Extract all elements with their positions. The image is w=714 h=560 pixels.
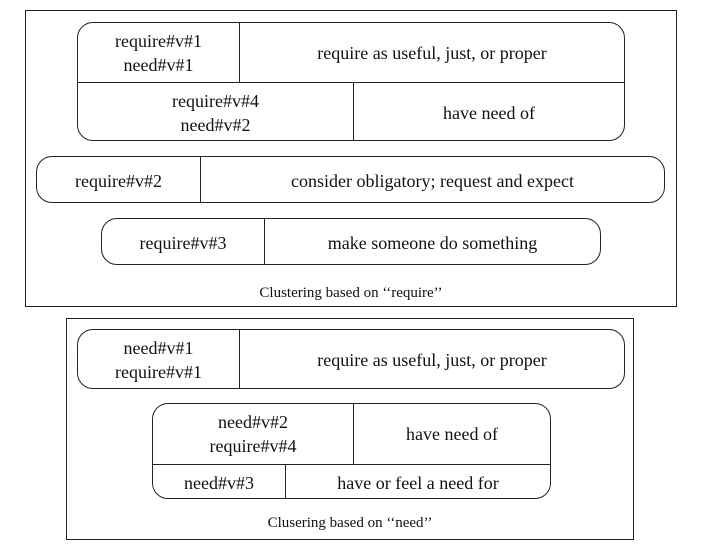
gloss-cell: have need of: [354, 404, 550, 464]
sense-id: require#v#2: [75, 170, 162, 191]
sense-id: need#v#2: [218, 412, 288, 432]
sense-cluster-box: require#v#2 consider obligatory; request…: [36, 156, 665, 203]
gloss-text: have need of: [406, 424, 498, 444]
panel-caption: Clustering based on ‘‘require’’: [259, 285, 443, 301]
sense-id: need#v#1: [123, 54, 194, 75]
gloss-cell: require as useful, just, or proper: [240, 23, 624, 82]
sense-row: require#v#1 need#v#1 require as useful, …: [78, 23, 624, 82]
sense-ids-cell: require#v#2: [37, 157, 201, 202]
sense-ids-cell: need#v#3: [153, 465, 286, 498]
sense-id: require#v#4: [209, 436, 297, 456]
gloss-text: have or feel a need for: [337, 472, 499, 493]
gloss-cell: consider obligatory; request and expect: [201, 157, 664, 202]
gloss-text: require as useful, just, or proper: [317, 350, 547, 370]
gloss-text: make someone do something: [327, 232, 538, 253]
require-clustering-panel: require#v#1 need#v#1 require as useful, …: [25, 10, 677, 307]
gloss-text: require as useful, just, or proper: [317, 42, 547, 63]
sense-row: require#v#3 make someone do something: [102, 219, 600, 264]
sense-id: need#v#2: [180, 114, 251, 135]
sense-ids-cell: require#v#4 need#v#2: [78, 83, 354, 140]
sense-row: need#v#3 have or feel a need for: [153, 464, 550, 498]
gloss-cell: have need of: [354, 83, 624, 140]
sense-id: require#v#1: [115, 30, 202, 51]
sense-ids-cell: require#v#3: [102, 219, 265, 264]
sense-id: require#v#4: [172, 90, 259, 111]
sense-row: require#v#2 consider obligatory; request…: [37, 157, 664, 202]
sense-cluster-box: need#v#2 require#v#4 have need of need#v…: [152, 403, 551, 499]
sense-id: require#v#1: [115, 362, 202, 382]
gloss-cell: make someone do something: [265, 219, 600, 264]
sense-ids-cell: need#v#1 require#v#1: [78, 330, 240, 388]
sense-id: require#v#3: [139, 232, 227, 253]
sense-ids-cell: require#v#1 need#v#1: [78, 23, 240, 82]
sense-row: require#v#4 need#v#2 have need of: [78, 82, 624, 140]
sense-cluster-box: require#v#1 need#v#1 require as useful, …: [77, 22, 625, 141]
sense-cluster-box: need#v#1 require#v#1 require as useful, …: [77, 329, 625, 389]
gloss-cell: have or feel a need for: [286, 465, 550, 498]
panel-caption: Clusering based on ‘‘need’’: [267, 515, 433, 531]
gloss-cell: require as useful, just, or proper: [240, 330, 624, 388]
sense-id: need#v#1: [123, 338, 194, 358]
gloss-text: consider obligatory; request and expect: [291, 170, 574, 191]
sense-cluster-box: require#v#3 make someone do something: [101, 218, 601, 265]
sense-row: need#v#2 require#v#4 have need of: [153, 404, 550, 464]
sense-ids-cell: need#v#2 require#v#4: [153, 404, 354, 464]
sense-id: need#v#3: [184, 472, 254, 493]
gloss-text: have need of: [443, 102, 535, 123]
sense-row: need#v#1 require#v#1 require as useful, …: [78, 330, 624, 388]
need-clustering-panel: need#v#1 require#v#1 require as useful, …: [66, 318, 634, 540]
